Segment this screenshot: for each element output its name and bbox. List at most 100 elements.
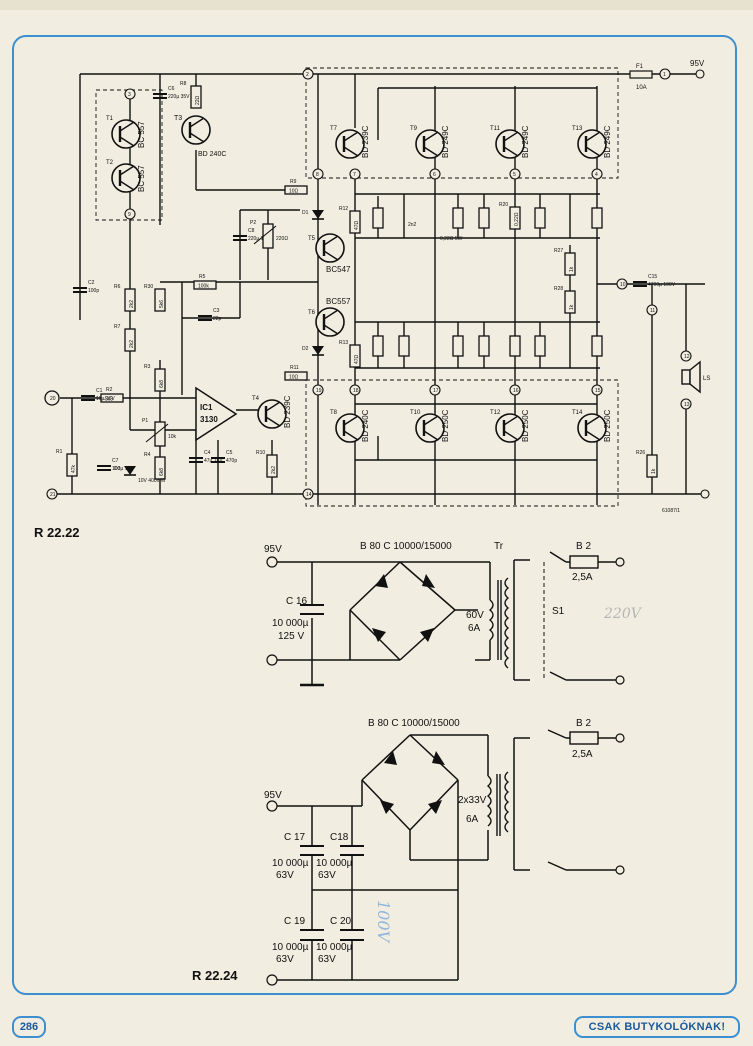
transistor-t10 xyxy=(415,413,445,443)
capacitor-c2-value: 100p xyxy=(88,288,99,294)
node-18 xyxy=(349,384,361,396)
diode-d3-value: 10V 400mW xyxy=(138,478,166,484)
resistor-r12-ref: R12 xyxy=(339,206,348,212)
node-1-label: 1 xyxy=(663,72,666,78)
resistor-r8-ref: R8 xyxy=(180,81,187,87)
capacitor-c5 xyxy=(211,457,225,463)
pot-p2-value: 220Ω xyxy=(276,236,288,242)
capacitor-c15 xyxy=(633,281,647,287)
resistor-r12 xyxy=(349,210,361,234)
resistor-r30 xyxy=(154,288,166,312)
node-16-label: 16 xyxy=(513,388,519,394)
cap-c16-icon xyxy=(300,604,324,615)
node-9 xyxy=(124,208,136,220)
capacitor-c15-ref: C15 xyxy=(648,274,657,280)
resistor-r27-ref: R27 xyxy=(554,248,563,254)
transistor-t13-ref: T13 xyxy=(572,126,583,132)
cap-c19-ref: C 19 xyxy=(284,916,306,927)
diode-d1 xyxy=(312,210,324,220)
resistor-r9-ref: R9 xyxy=(290,179,297,185)
transistor-t8 xyxy=(335,413,365,443)
resistor-r4-value: 6k8 xyxy=(159,468,165,476)
node-13-label: 13 xyxy=(684,402,690,408)
transistor-t2-ref: T2 xyxy=(106,160,114,166)
transistor-t3-ref: T3 xyxy=(174,115,182,122)
node-8 xyxy=(312,168,324,180)
resistor-r3-ref: R3 xyxy=(144,364,151,370)
transistor-t11-ref: T11 xyxy=(490,126,501,132)
transformer-b-icon xyxy=(486,771,510,836)
node-10 xyxy=(616,278,628,290)
transistor-t1 xyxy=(111,119,141,149)
transistor-t5-ref: T5 xyxy=(308,236,316,242)
psu-a-bridge: B 80 C 10000/15000 xyxy=(360,541,452,552)
fuse-f1-ref: F1 xyxy=(636,64,644,70)
output-resistor xyxy=(509,335,521,357)
psu-a-transformer-ref: Tr xyxy=(494,541,504,552)
opamp-ref: IC1 xyxy=(200,403,213,412)
cap-c17-voltage: 63V xyxy=(276,870,294,881)
transistor-t10-ref: T10 xyxy=(410,410,421,416)
transistor-t8-type: BD 240C xyxy=(361,409,370,442)
psu-b-caps-icons xyxy=(300,845,364,941)
psu-a-secondary: 60V xyxy=(466,610,484,621)
output-resistor xyxy=(591,335,603,357)
resistor-r5-ref: R5 xyxy=(199,274,206,280)
mains-terminal-b2 xyxy=(615,865,625,875)
output-resistor xyxy=(534,335,546,357)
resistor-r13-ref: R13 xyxy=(339,340,348,346)
transistor-t4-type: BD 239C xyxy=(283,395,292,428)
transistor-t3 xyxy=(181,115,211,145)
transistor-t12 xyxy=(495,413,525,443)
resistor-r6 xyxy=(124,288,136,312)
pot-p2-ref: P2 xyxy=(250,220,256,226)
opamp-type: 3130 xyxy=(200,415,218,424)
transistor-t4 xyxy=(257,399,287,429)
cap-c18-value: 10 000µ xyxy=(316,858,353,869)
capacitor-c1-value: 10µ/16V xyxy=(96,396,115,402)
transistor-t14 xyxy=(577,413,607,443)
figure-ref-r2224: R 22.24 xyxy=(192,968,238,983)
resistor-r4-ref: R4 xyxy=(144,452,151,458)
resistor-r2 xyxy=(100,393,124,403)
pot-p1-value: 10k xyxy=(168,434,177,440)
fuse-b2-a-icon xyxy=(569,555,599,569)
psu-a-plus-terminal xyxy=(266,556,278,568)
page-number: 286 xyxy=(12,1016,46,1038)
psu-a-voltage: 95V xyxy=(264,544,282,555)
output-resistor xyxy=(478,207,490,229)
resistor-r28-value: 1k xyxy=(569,304,575,310)
node-14-label: 14 xyxy=(306,492,312,498)
node-6-label: 6 xyxy=(433,172,436,178)
capacitor-c1 xyxy=(81,395,95,401)
resistor-r13-value: 47Ω xyxy=(354,354,360,364)
capacitor-c7-ref: C7 xyxy=(112,458,119,464)
cap-c19-value: 10 000µ xyxy=(272,942,309,953)
supply-label: 95V xyxy=(690,59,705,68)
transistor-t6-ref: T6 xyxy=(308,310,316,316)
transistor-t7-ref: T7 xyxy=(330,126,338,132)
resistor-r2-value: 3k3 xyxy=(105,397,113,403)
resistor-r10-ref: R10 xyxy=(256,450,265,456)
resistor-r8-value: 22Ω xyxy=(195,95,201,105)
output-resistor xyxy=(372,207,384,229)
transistor-t14-ref: T14 xyxy=(572,410,583,416)
capacitor-c8-value: 220µ 16V xyxy=(248,236,270,242)
resistor-r9-value: 10Ω xyxy=(289,189,299,195)
psu-a-cap-ref: C 16 xyxy=(286,596,308,607)
speaker-icon xyxy=(681,360,701,394)
capacitor-c6 xyxy=(153,93,167,99)
bridge-b-diodes xyxy=(380,751,445,814)
transistor-t13-type: BD 249C xyxy=(603,125,612,158)
power-resistor-label: 0,22Ω 5W xyxy=(440,236,463,242)
diode-d3 xyxy=(124,466,136,476)
transistor-t10-type: BD 250C xyxy=(441,409,450,442)
resistor-r10 xyxy=(266,454,278,478)
resistor-r27 xyxy=(564,252,576,276)
node-10-label: 10 xyxy=(620,282,626,288)
capacitor-c4-ref: C4 xyxy=(204,450,211,456)
transistor-t12-ref: T12 xyxy=(490,410,501,416)
capacitor-c4 xyxy=(189,457,203,463)
capacitor-c3-value: 22p xyxy=(213,316,222,322)
transistor-t7-type: BD 239C xyxy=(361,125,370,158)
